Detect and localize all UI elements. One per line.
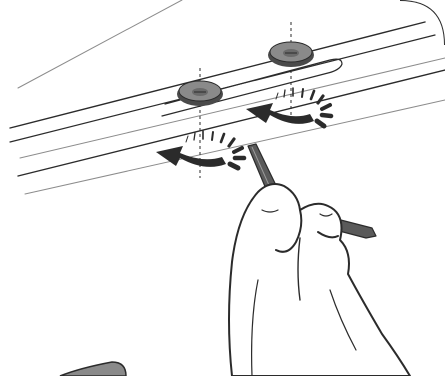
screw-icon [177, 81, 223, 106]
partial-part [60, 362, 126, 376]
hand-icon [229, 184, 410, 376]
screw-icon [268, 42, 314, 67]
panel-rail [10, 0, 445, 194]
rotation-arrow-icon [246, 88, 331, 126]
